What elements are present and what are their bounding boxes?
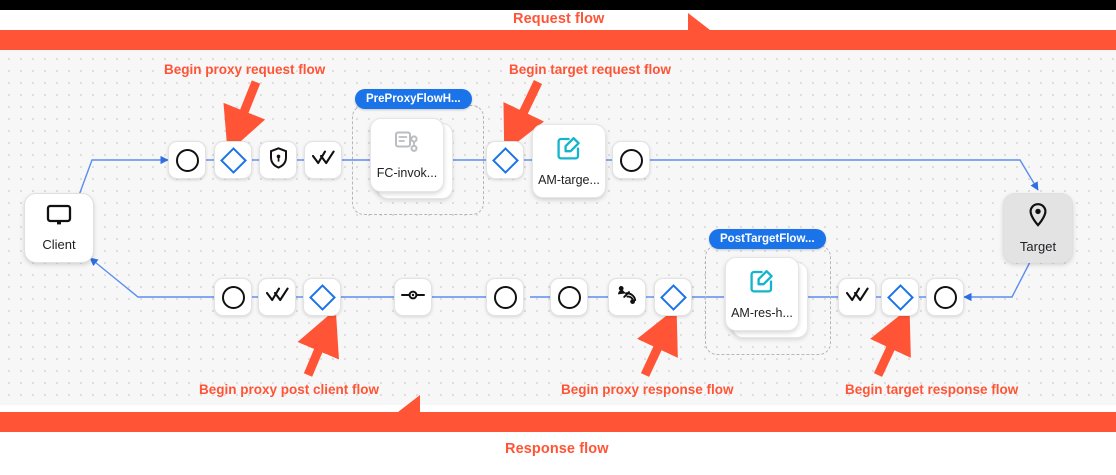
- circle-icon: [493, 285, 517, 309]
- flow-node-circle-6[interactable]: [926, 278, 964, 316]
- flow-node-circle-4[interactable]: [486, 278, 524, 316]
- flow-node-circle-5[interactable]: [550, 278, 588, 316]
- script-flowcallout-icon: [394, 130, 420, 159]
- flow-node-circle-1[interactable]: [168, 141, 206, 179]
- circle-icon: [557, 285, 581, 309]
- request-flow-bar: [0, 30, 1116, 50]
- flow-node-diamond-1[interactable]: [214, 141, 252, 179]
- flow-node-checks-3[interactable]: [838, 278, 876, 316]
- flow-node-satellite-1[interactable]: [608, 278, 646, 316]
- annotation-begin-proxy-response-flow: Begin proxy response flow: [561, 382, 734, 397]
- key-icon: [401, 288, 425, 306]
- response-flow-arrowhead: [398, 395, 420, 429]
- target-node[interactable]: Target: [1003, 193, 1073, 263]
- top-black-strip: [0, 0, 1116, 10]
- annotation-begin-proxy-request-flow: Begin proxy request flow: [164, 62, 326, 77]
- am-target-label: AM-targe...: [538, 173, 600, 187]
- satellite-signal-icon: [616, 284, 638, 311]
- flow-node-checks-1[interactable]: [304, 141, 342, 179]
- flow-node-diamond-5[interactable]: [881, 278, 919, 316]
- diamond-icon: [308, 283, 336, 311]
- flow-node-checks-2[interactable]: [258, 278, 296, 316]
- am-target-policy-node[interactable]: AM-targe...: [532, 124, 606, 198]
- request-flow-label: Request flow: [513, 11, 605, 27]
- circle-icon: [933, 285, 957, 309]
- am-response-label: AM-res-h...: [731, 306, 793, 320]
- flow-node-diamond-2[interactable]: [486, 141, 524, 179]
- response-flow-label: Response flow: [505, 441, 609, 457]
- assign-message-edit-icon: [556, 135, 582, 166]
- shield-lock-icon: [269, 146, 288, 174]
- flow-node-diamond-4[interactable]: [654, 278, 692, 316]
- annotation-begin-target-request-flow: Begin target request flow: [509, 62, 672, 77]
- am-response-policy-node[interactable]: AM-res-h...: [725, 257, 799, 331]
- target-label: Target: [1019, 239, 1057, 254]
- circle-icon: [175, 148, 199, 172]
- assign-message-edit-icon: [749, 268, 775, 299]
- preproxy-flow-badge[interactable]: PreProxyFlowH...: [355, 89, 472, 109]
- location-pin-icon: [1027, 202, 1049, 233]
- double-check-icon: [311, 150, 335, 171]
- response-flow-bar: [0, 412, 1116, 432]
- diamond-icon: [659, 283, 687, 311]
- diamond-icon: [491, 146, 519, 174]
- monitor-icon: [46, 204, 72, 231]
- fc-invoke-policy-node[interactable]: FC-invok...: [370, 118, 444, 192]
- posttarget-flow-badge[interactable]: PostTargetFlow...: [709, 229, 826, 249]
- circle-icon: [221, 285, 245, 309]
- client-label: Client: [42, 237, 76, 252]
- circle-icon: [619, 148, 643, 172]
- diamond-icon: [886, 283, 914, 311]
- annotation-begin-target-response-flow: Begin target response flow: [845, 382, 1019, 397]
- double-check-icon: [265, 287, 289, 308]
- dotted-canvas-background: [0, 50, 1116, 405]
- diamond-icon: [219, 146, 247, 174]
- flow-node-key-1[interactable]: [394, 278, 432, 316]
- flow-node-shield-1[interactable]: [259, 141, 297, 179]
- flow-node-diamond-3[interactable]: [303, 278, 341, 316]
- annotation-begin-proxy-post-client-flow: Begin proxy post client flow: [199, 382, 380, 397]
- fc-invoke-label: FC-invok...: [376, 166, 438, 180]
- double-check-icon: [845, 287, 869, 308]
- flow-node-circle-3[interactable]: [214, 278, 252, 316]
- client-node[interactable]: Client: [24, 193, 94, 263]
- flow-node-circle-2[interactable]: [612, 141, 650, 179]
- request-flow-arrowhead: [688, 13, 710, 47]
